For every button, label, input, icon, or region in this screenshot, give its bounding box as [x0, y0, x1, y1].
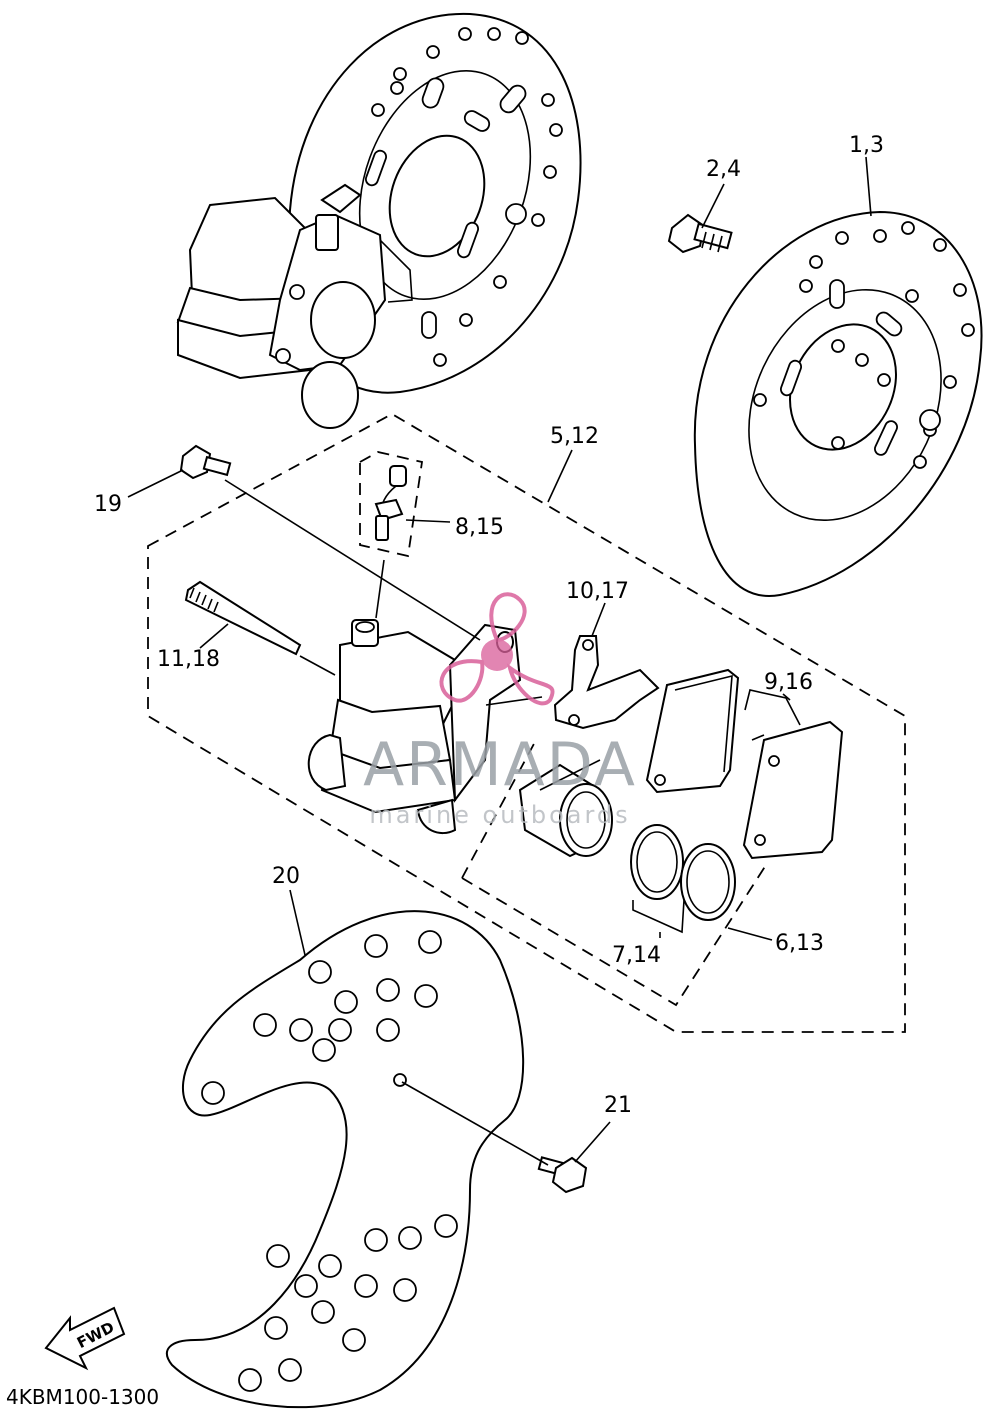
bleed-screw-8-15: [374, 465, 407, 541]
bleed-screw-outline: [359, 451, 424, 558]
assembled-caliper-top: [176, 183, 413, 429]
watermark-brand: ARMADA: [363, 730, 637, 800]
piston-seal-7-14: [630, 824, 684, 900]
callout-5-12: 5,12: [550, 424, 599, 449]
callout-9-16: 9,16: [764, 670, 813, 695]
brake-pads-9-16: [645, 668, 844, 860]
pad-support-10-17: [553, 635, 660, 730]
forward-arrow-icon: FWD: [44, 1306, 126, 1371]
dust-seal-6-13: [680, 843, 736, 921]
callout-11-18: 11,18: [157, 647, 220, 672]
brake-disc-1-3: [693, 210, 983, 598]
disc-cover-20: [166, 910, 525, 1409]
leader-lines: [127, 156, 872, 1166]
callout-10-17: 10,17: [566, 579, 629, 604]
callout-2-4: 2,4: [706, 157, 741, 182]
callout-6-13: 6,13: [775, 931, 824, 956]
armada-propeller-logo: [439, 592, 555, 706]
pad-pin-11-18: [184, 580, 302, 656]
diagram-code: 4KBM100-1300: [6, 1385, 159, 1409]
caliper-assembly-outline: [147, 412, 906, 1033]
disc-bolt-2-4: [667, 213, 733, 254]
callout-19: 19: [94, 492, 122, 517]
caliper-piston: [518, 763, 613, 858]
callout-20: 20: [272, 864, 300, 889]
callout-21: 21: [604, 1093, 632, 1118]
bolt-21: [537, 1156, 588, 1194]
callout-7-14: 7,14: [612, 943, 661, 968]
callout-1-3: 1,3: [849, 133, 884, 158]
callout-8-15: 8,15: [455, 515, 504, 540]
watermark: ARMADA marine outboards: [363, 592, 637, 829]
watermark-tagline: marine outboards: [369, 801, 630, 829]
bolt-19: [179, 444, 232, 480]
seal-kit-outline: [461, 739, 767, 1007]
